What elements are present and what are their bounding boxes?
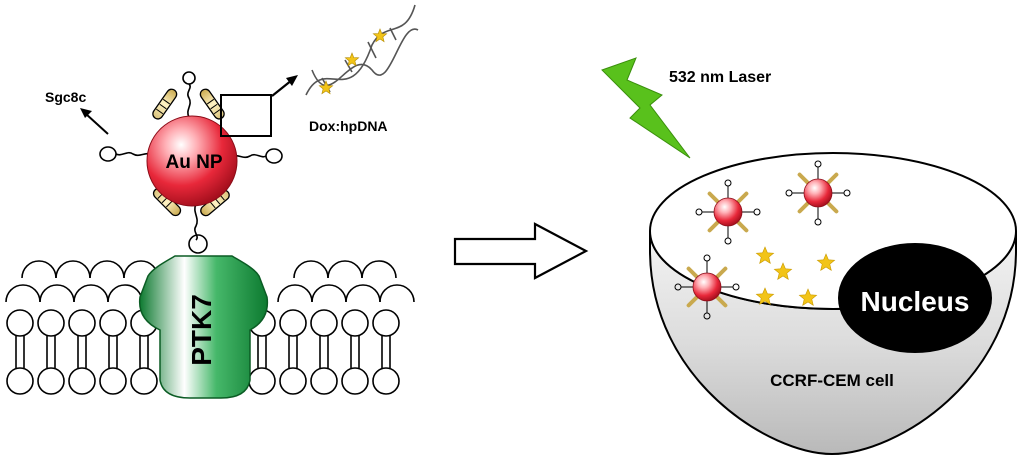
membrane-arc	[277, 284, 313, 303]
laser-bolt-icon: 532 nm Laser	[601, 57, 771, 159]
membrane-arc	[55, 260, 91, 279]
phospholipid	[37, 309, 65, 395]
membrane-arc	[89, 260, 125, 279]
dna-double-helix-icon	[305, 4, 419, 96]
membrane-arc	[345, 284, 381, 303]
membrane-arc	[327, 260, 363, 279]
small-gold-nanoparticle	[695, 179, 761, 245]
phospholipid	[68, 309, 96, 395]
small-gold-nanoparticle	[785, 160, 851, 226]
dox-star	[798, 288, 818, 306]
dox-star	[816, 253, 836, 271]
gold-np-label: Au NP	[166, 152, 223, 173]
nucleus-label: Nucleus	[861, 286, 970, 317]
hpdna-zoom-callout: Dox:hpDNA	[220, 4, 419, 137]
membrane-arc	[361, 260, 397, 279]
membrane-arc	[5, 284, 41, 303]
sgc8c-annotation: Sgc8c	[45, 89, 109, 135]
released-dox-stars	[755, 246, 836, 306]
membrane-arc	[21, 260, 57, 279]
phospholipid	[310, 309, 338, 395]
gold-nanoparticle-conjugate: Au NP	[99, 71, 283, 217]
membrane-arc	[379, 284, 415, 303]
dox-star	[755, 287, 775, 305]
dox-star	[372, 28, 388, 43]
phospholipid	[341, 309, 369, 395]
dox-star	[755, 246, 775, 264]
process-arrow	[453, 222, 589, 280]
laser-label: 532 nm Laser	[669, 69, 771, 86]
ccrf-cem-cell: Nucleus CCRF-CEM cell	[649, 152, 1017, 456]
cell-label: CCRF-CEM cell	[770, 371, 894, 390]
ptk7-receptor: PTK7	[138, 255, 269, 399]
sgc8c-label: Sgc8c	[45, 89, 86, 105]
phospholipid	[6, 309, 34, 395]
small-gold-nanoparticle	[674, 254, 740, 320]
zoom-box	[220, 94, 272, 137]
membrane-arc	[107, 284, 143, 303]
cell-membrane	[5, 260, 415, 395]
membrane-upper-arcs	[5, 260, 415, 303]
lipid-bilayer	[6, 309, 400, 395]
phospholipid	[372, 309, 400, 395]
dox-hpdna-label: Dox:hpDNA	[309, 118, 388, 134]
gold-nanoparticle	[146, 115, 238, 207]
phospholipid	[279, 309, 307, 395]
phospholipid	[99, 309, 127, 395]
membrane-arc	[293, 260, 329, 279]
membrane-arc	[73, 284, 109, 303]
membrane-arc	[39, 284, 75, 303]
dox-stars-helix	[318, 28, 388, 95]
dox-star	[773, 262, 793, 280]
dox-star	[318, 80, 334, 95]
dox-star	[344, 52, 360, 67]
internalized-nanoparticles	[674, 160, 851, 320]
aptamer-receptor-link	[188, 203, 208, 254]
ptk7-label: PTK7	[186, 294, 217, 366]
nucleus	[838, 243, 992, 353]
membrane-arc	[311, 284, 347, 303]
